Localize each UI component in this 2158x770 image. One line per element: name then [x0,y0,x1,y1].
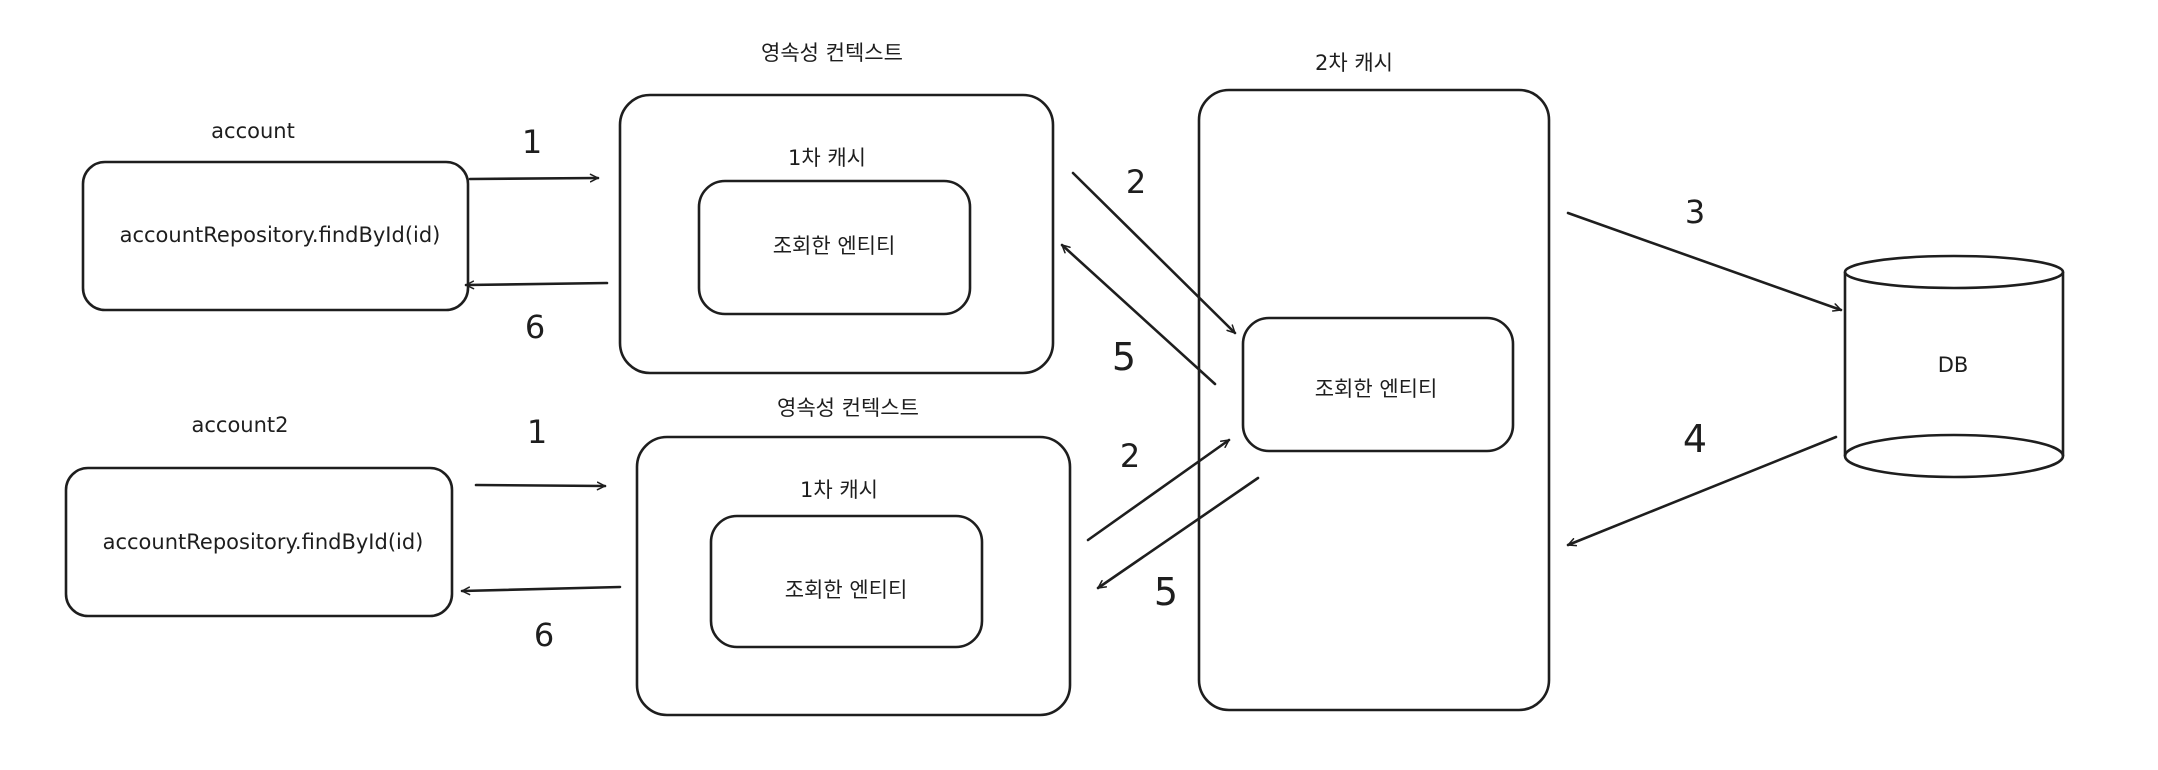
account2-method: accountRepository.findById(id) [103,530,424,554]
arrow-l2-to-pc1 [1060,243,1217,386]
arrow-pc2-to-a2 [460,585,622,596]
db-top [1843,254,2065,290]
arrow-a2-to-pc2 [474,481,607,491]
step-label: 6 [534,616,554,654]
pc2-entity-box [709,514,984,649]
pc2-entity: 조회한 엔티티 [785,578,908,602]
persistence-context-2: 영속성 컨텍스트 1차 캐시 조회한 엔티티 [635,396,1072,717]
step-label: 2 [1120,437,1140,475]
arrow-l2-to-pc2 [1096,476,1260,590]
pc2-box [635,435,1072,717]
arrow-db-to-l2 [1566,435,1838,547]
pc1-title: 영속성 컨텍스트 [761,41,903,65]
pc1-cache-title: 1차 캐시 [788,146,866,170]
step-labels: 1 6 2 5 3 4 1 6 2 5 [522,123,1707,654]
account1-title: account [211,119,295,143]
arrow-pc2-to-l2 [1086,438,1231,542]
account1-box [81,160,470,312]
persistence-context-1: 영속성 컨텍스트 1차 캐시 조회한 엔티티 [618,41,1055,375]
db-body [1843,272,2065,456]
step-label: 3 [1685,193,1705,231]
l2cache-entity-box [1241,316,1515,453]
account2-box [64,466,454,618]
account2-block: account2 accountRepository.findById(id) [64,413,454,618]
db-label: DB [1938,353,1969,377]
step-label: 4 [1683,417,1707,461]
arrow-pc1-to-l2 [1071,171,1237,335]
pc2-cache-title: 1차 캐시 [800,478,878,502]
pc1-entity: 조회한 엔티티 [773,234,896,258]
step-label: 1 [522,123,542,161]
step-label: 5 [1112,335,1136,379]
arrows [460,171,1843,596]
l2cache-box [1197,88,1551,712]
step-label: 6 [525,308,545,346]
account1-block: account accountRepository.findById(id) [81,119,470,312]
step-label: 5 [1154,570,1178,614]
l2cache-title: 2차 캐시 [1315,51,1393,75]
step-label: 2 [1126,163,1146,201]
arrow-pc1-to-a1 [464,280,609,290]
account1-method: accountRepository.findById(id) [120,223,441,247]
second-level-cache: 2차 캐시 조회한 엔티티 [1197,51,1551,712]
account2-title: account2 [191,413,288,437]
db-bottom [1843,433,2065,479]
arrow-l2-to-db [1566,211,1843,312]
l2cache-entity: 조회한 엔티티 [1315,377,1438,401]
database-cylinder: DB [1843,254,2065,479]
pc1-entity-box [697,179,972,316]
step-label: 1 [527,413,547,451]
pc1-box [618,93,1055,375]
pc2-title: 영속성 컨텍스트 [777,396,919,420]
arrow-a1-to-pc1 [468,173,600,183]
